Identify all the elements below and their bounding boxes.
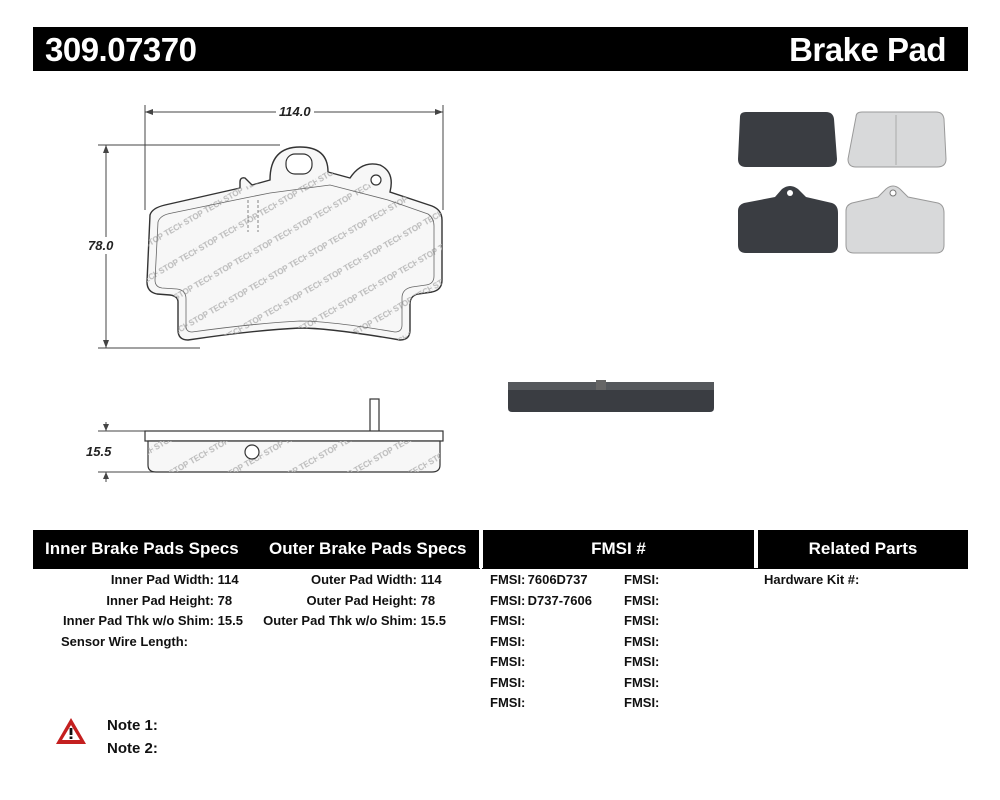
fmsi-row: FMSI: 7606D737 — [490, 572, 588, 587]
fmsi-row: FMSI: — [624, 695, 660, 710]
specs-header-bar: Inner Brake Pads Specs Outer Brake Pads … — [33, 530, 479, 568]
fmsi-row: FMSI: D737-7606 — [490, 592, 592, 608]
spec-row: Inner Pad Height: 78 — [106, 592, 233, 608]
fmsi-list-left: FMSI: 7606D737 FMSI: D737-7606 FMSI: FMS… — [490, 570, 592, 714]
fmsi-row: FMSI: — [490, 633, 526, 649]
fmsi-row: FMSI: — [624, 654, 660, 669]
fmsi-row: FMSI: — [490, 654, 526, 669]
outer-specs-title: Outer Brake Pads Specs — [269, 539, 467, 558]
related-parts-header: Related Parts — [758, 530, 968, 568]
fmsi-row: FMSI: — [624, 572, 660, 587]
header-rule — [33, 568, 968, 569]
pad-side-photo — [508, 380, 714, 412]
part-number: 309.07370 — [45, 31, 197, 68]
pad-technical-drawing: STOP TECH — [98, 105, 444, 482]
title-bar: 309.07370 Brake Pad — [33, 27, 968, 71]
product-category: Brake Pad — [789, 31, 946, 68]
pad-set-photo — [738, 111, 947, 254]
fmsi-row: FMSI: — [624, 592, 660, 608]
height-dimension-label: 78.0 — [88, 237, 114, 254]
outer-specs-list: Outer Pad Width: 114 Outer Pad Height: 7… — [260, 570, 446, 632]
related-row: Hardware Kit #: — [764, 572, 860, 587]
note-2: Note 2: — [107, 740, 158, 757]
fmsi-row: FMSI: — [624, 674, 660, 690]
fmsi-row: FMSI: — [490, 613, 526, 628]
fmsi-row: FMSI: — [490, 674, 526, 690]
fmsi-row: FMSI: — [624, 613, 660, 628]
note-1: Note 1: — [107, 717, 158, 734]
fmsi-title: FMSI # — [591, 539, 646, 558]
width-dimension-label: 114.0 — [276, 104, 314, 119]
fmsi-row: FMSI: — [490, 695, 526, 710]
thickness-dimension-label: 15.5 — [86, 444, 112, 459]
spec-row: Inner Pad Width: 114 — [110, 572, 239, 587]
inner-specs-title: Inner Brake Pads Specs — [45, 539, 239, 558]
fmsi-row: FMSI: — [624, 633, 660, 649]
inner-specs-list: Inner Pad Width: 114 Inner Pad Height: 7… — [33, 570, 243, 652]
spec-row: Outer Pad Width: 114 — [310, 572, 442, 587]
spec-row: Outer Pad Height: 78 — [306, 592, 436, 608]
fmsi-header: FMSI # — [483, 530, 754, 568]
spec-row: Outer Pad Thk w/o Shim: 15.5 — [263, 613, 446, 628]
related-parts-title: Related Parts — [808, 539, 918, 558]
spec-row: Inner Pad Thk w/o Shim: 15.5 — [63, 613, 243, 628]
related-parts-list: Hardware Kit #: — [764, 570, 859, 591]
column-divider — [480, 530, 482, 570]
fmsi-list-right: FMSI: FMSI: FMSI: FMSI: FMSI: FMSI: FMSI… — [624, 570, 660, 714]
spec-row: Sensor Wire Length: — [60, 633, 188, 649]
warning-triangle-icon — [56, 718, 86, 744]
